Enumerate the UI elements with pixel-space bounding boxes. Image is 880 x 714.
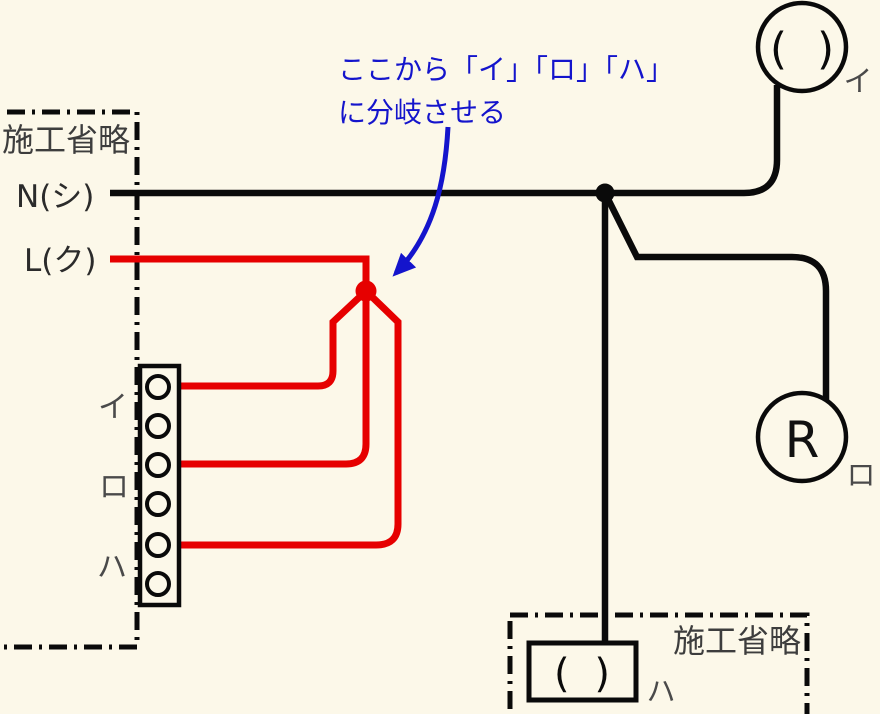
switch-ro-terminal-top — [145, 452, 171, 478]
annotation-text-line2: に分岐させる — [338, 96, 506, 129]
switch-ha-terminal-bottom — [145, 571, 171, 597]
lamp-r-symbol-circle — [755, 390, 849, 484]
live-branch-to-switch-ro — [170, 291, 370, 468]
neutral-wire-to-lamp-i — [110, 85, 781, 197]
annotation-text-line1: ここから「イ」「ロ」「ハ」 — [338, 53, 674, 86]
lamp-r-device-label: ロ — [846, 458, 875, 492]
lamp-i-device-label: イ — [843, 64, 872, 98]
live-wire-feed — [110, 255, 370, 284]
switch-i-terminal-top — [145, 374, 171, 400]
switch-block-body — [137, 363, 182, 608]
live-branch-junction-dot — [355, 280, 377, 302]
annotation-arrow — [392, 126, 451, 277]
switch-ha-terminal-top — [145, 532, 171, 558]
switch-ro-label: ロ — [99, 470, 129, 505]
bottom-omitted-box-label: 施工省略 — [673, 622, 801, 660]
neutral-junction-dot — [595, 183, 615, 203]
lamp-ha-device-label: ハ — [646, 674, 675, 708]
switch-ro-terminal-bottom — [145, 491, 171, 517]
lamp-i-symbol-text: ( ) — [770, 24, 842, 75]
live-terminal-label: L(ク) — [24, 243, 96, 279]
lamp-ha-symbol-box — [526, 640, 639, 703]
lamp-ha-symbol-text: ( ) — [554, 651, 616, 697]
live-branch-to-switch-i — [170, 288, 369, 390]
switch-ha-label: ハ — [97, 550, 127, 585]
left-omitted-box-border — [0, 109, 140, 650]
lamp-r-symbol-text: R — [785, 411, 820, 469]
bottom-omitted-box-border — [507, 612, 810, 714]
neutral-wire-to-lamp-r — [602, 191, 830, 400]
live-branch-to-switch-ha — [170, 288, 402, 549]
left-omitted-box-label: 施工省略 — [2, 121, 130, 159]
lamp-i-symbol-circle — [755, 0, 849, 94]
switch-i-label: イ — [98, 390, 128, 425]
switch-i-terminal-bottom — [145, 413, 171, 439]
neutral-terminal-label: N(シ) — [16, 179, 94, 215]
